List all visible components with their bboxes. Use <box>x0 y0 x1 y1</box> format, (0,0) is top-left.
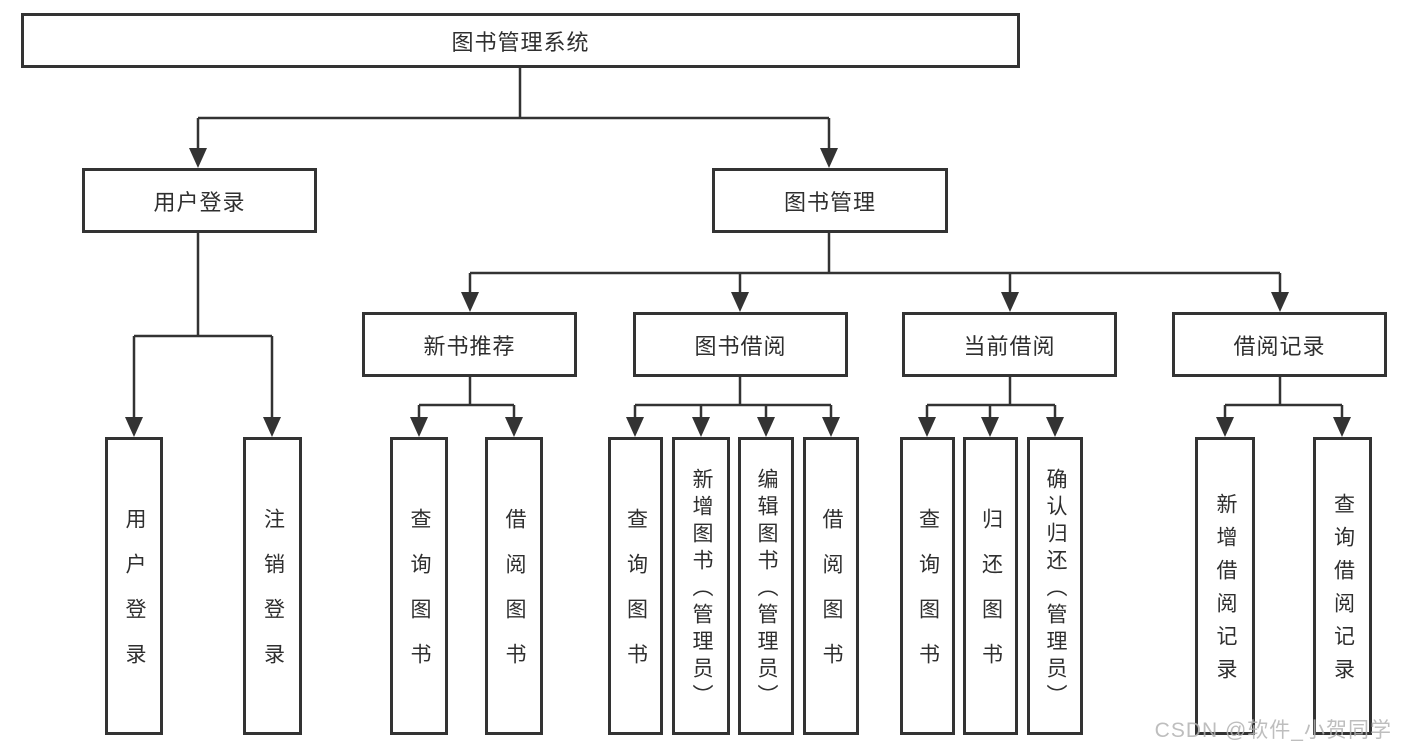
node-label: 图书借阅 <box>694 333 787 359</box>
leaf-add-borrow-record: 新增借阅记录 <box>1195 437 1255 735</box>
node-label: 借阅图书 <box>503 508 526 688</box>
node-new-book-recommendation: 新书推荐 <box>362 312 577 377</box>
node-label: 注销登录 <box>261 508 285 688</box>
node-label: 查询图书 <box>624 508 648 688</box>
leaf-return-books: 归还图书 <box>963 437 1018 735</box>
node-label: 新增图书（管理员） <box>690 467 713 711</box>
leaf-query-borrow-record: 查询借阅记录 <box>1313 437 1372 735</box>
leaf-logout: 注销登录 <box>243 437 302 735</box>
leaf-confirm-return-admin: 确认归还（管理员） <box>1027 437 1083 735</box>
node-label: 新书推荐 <box>423 333 516 359</box>
leaf-borrow-books-recommend: 借阅图书 <box>485 437 543 735</box>
leaf-add-book-admin: 新增图书（管理员） <box>672 437 730 735</box>
node-library-management-system: 图书管理系统 <box>21 13 1020 68</box>
leaf-borrow-books: 借阅图书 <box>803 437 859 735</box>
csdn-watermark: CSDN @软件_小贺同学 <box>1154 719 1392 742</box>
node-label: 借阅图书 <box>820 508 843 688</box>
node-borrow-records: 借阅记录 <box>1172 312 1387 377</box>
node-label: 确认归还（管理员） <box>1044 467 1067 711</box>
node-book-management: 图书管理 <box>712 168 948 233</box>
leaf-query-books-borrowing: 查询图书 <box>608 437 663 735</box>
leaf-edit-book-admin: 编辑图书（管理员） <box>738 437 794 735</box>
leaf-query-books-recommend: 查询图书 <box>390 437 448 735</box>
node-label: 借阅记录 <box>1233 333 1326 359</box>
node-label: 图书管理系统 <box>451 29 590 55</box>
node-label: 用户登录 <box>123 508 146 688</box>
node-current-borrowing: 当前借阅 <box>902 312 1117 377</box>
node-label: 图书管理 <box>783 189 876 215</box>
node-label: 用户登录 <box>153 189 246 215</box>
node-label: 新增借阅记录 <box>1214 493 1237 691</box>
node-label: 查询借阅记录 <box>1331 493 1355 691</box>
node-label: 查询图书 <box>408 508 431 688</box>
node-book-borrowing: 图书借阅 <box>633 312 848 377</box>
node-label: 编辑图书（管理员） <box>755 467 778 711</box>
node-label: 当前借阅 <box>963 333 1056 359</box>
node-user-login: 用户登录 <box>82 168 317 233</box>
node-label: 查询图书 <box>916 508 940 688</box>
node-label: 归还图书 <box>979 508 1003 688</box>
leaf-user-login: 用户登录 <box>105 437 163 735</box>
leaf-query-books-current: 查询图书 <box>900 437 955 735</box>
